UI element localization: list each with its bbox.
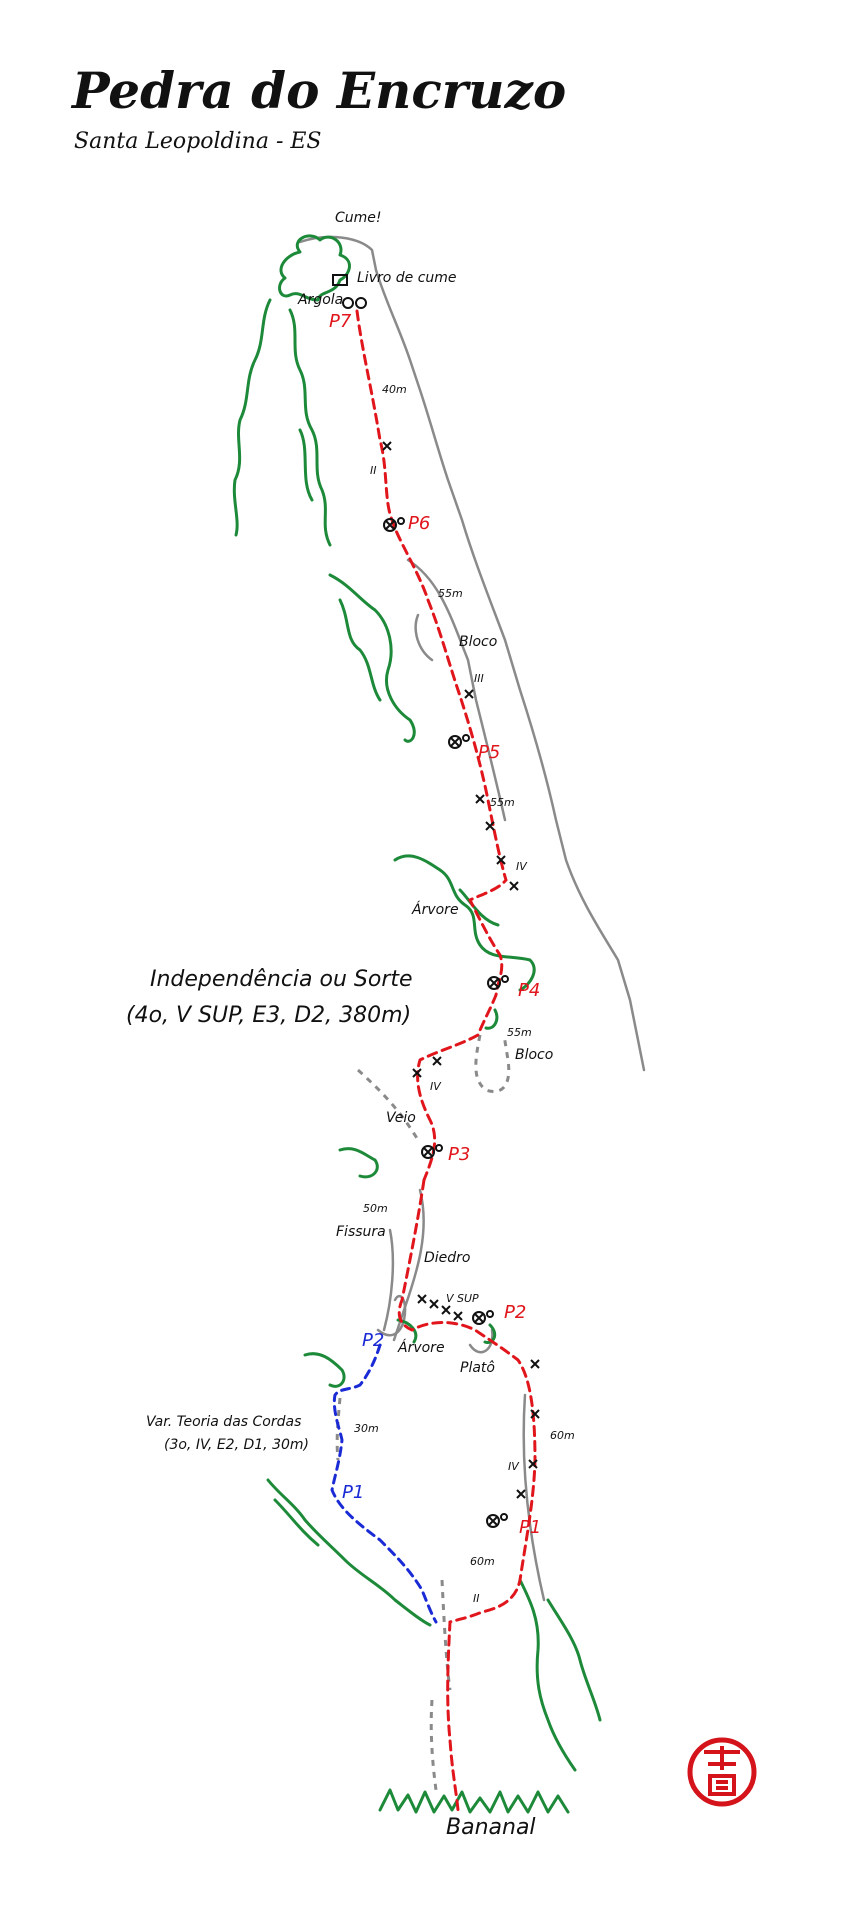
bolt-icon [528, 1459, 538, 1469]
length-p5: 55m [490, 796, 515, 809]
bolt-icon [417, 1294, 427, 1304]
crack-label: Fissura [336, 1224, 386, 1240]
bolt-icon [509, 881, 519, 891]
bolt-icon [464, 689, 474, 699]
length-variant: 30m [354, 1422, 379, 1435]
pitch-p3-label: P3 [448, 1144, 470, 1165]
variant-grade: (3o, IV, E2, D1, 30m) [164, 1437, 309, 1453]
belay-station-icon [487, 975, 509, 990]
hanko-seal-icon [687, 1737, 757, 1807]
belay-station-icon [472, 1310, 494, 1325]
map-title: Pedra do Encruzo [70, 61, 566, 120]
summit-book-icon [332, 274, 348, 286]
variant-p2-label: P2 [362, 1330, 384, 1351]
bolt-icon [485, 821, 495, 831]
length-p1b: 60m [470, 1555, 495, 1568]
pitch-p7-label: P7 [329, 311, 352, 332]
belay-station-icon [383, 517, 405, 532]
pitch-p1-label: P1 [519, 1517, 541, 1538]
grade-p6: III [474, 672, 484, 685]
bolt-icon [530, 1359, 540, 1369]
grade-p5: IV [516, 860, 528, 873]
tree-lower-label: Árvore [397, 1339, 445, 1356]
summit-ring-icon [342, 297, 354, 309]
length-p1: 60m [550, 1429, 575, 1442]
dihedral-label: Diedro [424, 1250, 471, 1266]
start-label: Bananal [446, 1815, 536, 1840]
variant-p1-label: P1 [342, 1482, 364, 1503]
bolt-icon [432, 1056, 442, 1066]
tree-upper-label: Árvore [411, 901, 459, 918]
length-p3: 50m [363, 1202, 388, 1215]
belay-station-icon [448, 734, 470, 749]
route-grade: (4o, V SUP, E3, D2, 380m) [126, 1003, 411, 1028]
pitch-p6-label: P6 [408, 513, 430, 534]
route-protection [332, 274, 540, 1528]
block-upper-label: Bloco [459, 634, 497, 650]
variant-name: Var. Teoria das Cordas [146, 1414, 301, 1430]
bolt-icon [475, 794, 485, 804]
grade-p4: IV [430, 1080, 442, 1093]
belay-station-icon [421, 1144, 443, 1159]
variant-route [330, 1343, 438, 1624]
bolt-icon [530, 1409, 540, 1419]
pitch-p2-label: P2 [504, 1302, 526, 1323]
bolt-icon [496, 855, 506, 865]
rock-face [298, 235, 646, 1791]
map-subtitle: Santa Leopoldina - ES [74, 129, 322, 154]
ring-label: Argola [297, 292, 343, 308]
grade-p2: V SUP [446, 1292, 479, 1305]
summit-book-label: Livro de cume [357, 270, 457, 286]
length-p6: 55m [438, 587, 463, 600]
summit-label: Cume! [335, 210, 382, 226]
grade-p1b: II [473, 1592, 480, 1605]
vein-label: Veio [386, 1110, 416, 1126]
main-route [355, 309, 537, 1812]
grade-p7: II [370, 464, 377, 477]
bolt-icon [441, 1305, 451, 1315]
length-p7: 40m [382, 383, 407, 396]
plateau-label: Platô [460, 1360, 495, 1376]
pitch-p4-label: P4 [518, 980, 540, 1001]
grade-p1: IV [508, 1460, 520, 1473]
bolt-icon [516, 1489, 526, 1499]
belay-station-icon [486, 1513, 508, 1528]
vegetation [232, 234, 602, 1814]
route-name: Independência ou Sorte [150, 967, 413, 992]
bolt-icon [412, 1068, 422, 1078]
length-p4: 55m [507, 1026, 532, 1039]
pitch-p5-label: P5 [478, 742, 500, 763]
bolt-icon [429, 1299, 439, 1309]
block-lower-label: Bloco [515, 1047, 553, 1063]
bolt-icon [453, 1311, 463, 1321]
bolt-icon [382, 441, 392, 451]
